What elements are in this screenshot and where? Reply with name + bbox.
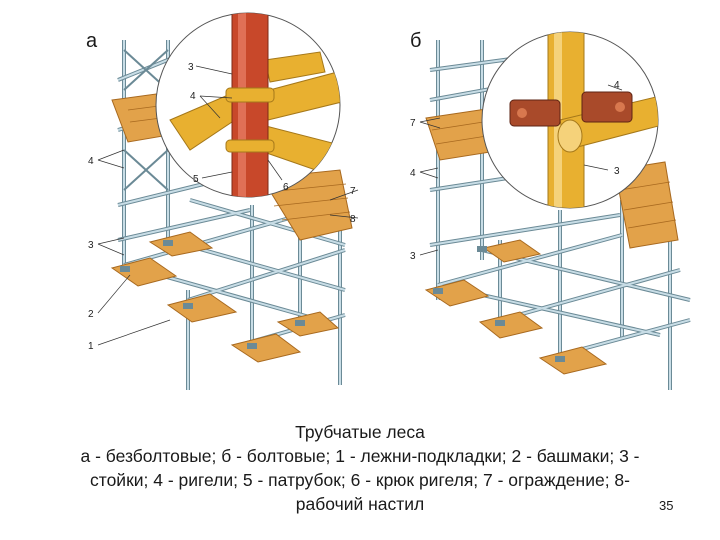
callout-3-right: 3	[410, 251, 416, 262]
callout-3: 3	[88, 240, 94, 251]
page-number: 35	[659, 498, 674, 513]
caption-line-1: а - безболтовые; б - болтовые; 1 - лежни…	[80, 446, 640, 466]
detail-circle-left: 3 4 5 6	[155, 12, 341, 198]
callout-7: 7	[350, 186, 356, 197]
detail-circle-right: 4 3	[481, 31, 659, 209]
callout-7-right: 7	[410, 118, 416, 129]
callout-detail-4: 4	[190, 91, 196, 102]
caption-line-2: стойки; 4 - ригели; 5 - патрубок; 6 - кр…	[90, 470, 630, 490]
callout-detail-6: 6	[283, 182, 289, 193]
base-boards-right	[424, 239, 608, 375]
panel-left: а	[0, 0, 360, 400]
callout-8: 8	[350, 214, 356, 225]
callout-detail-3: 3	[188, 62, 194, 73]
callout-4-right: 4	[410, 168, 416, 179]
callout-4: 4	[88, 156, 94, 167]
panel-letter-a: а	[86, 30, 98, 52]
callout-detail-3-right: 3	[614, 166, 620, 177]
caption-title: Трубчатые леса	[295, 422, 425, 442]
callout-detail-4-right: 4	[614, 80, 620, 91]
scaffold-drawing-right: 4 3 7 4 3	[410, 31, 691, 390]
panel-letter-b: б	[410, 30, 422, 52]
callout-detail-5: 5	[193, 174, 199, 185]
figure-caption: Трубчатые леса а - безболтовые; б - болт…	[0, 420, 720, 516]
callout-1: 1	[88, 341, 94, 352]
base-boards-left	[110, 231, 340, 363]
scaffold-drawing-left: 3 4 5 6 4 3 2 1 7 8	[88, 12, 359, 390]
callout-2: 2	[88, 309, 94, 320]
panel-right: б	[360, 0, 720, 400]
caption-line-3: рабочий настил	[295, 494, 425, 514]
